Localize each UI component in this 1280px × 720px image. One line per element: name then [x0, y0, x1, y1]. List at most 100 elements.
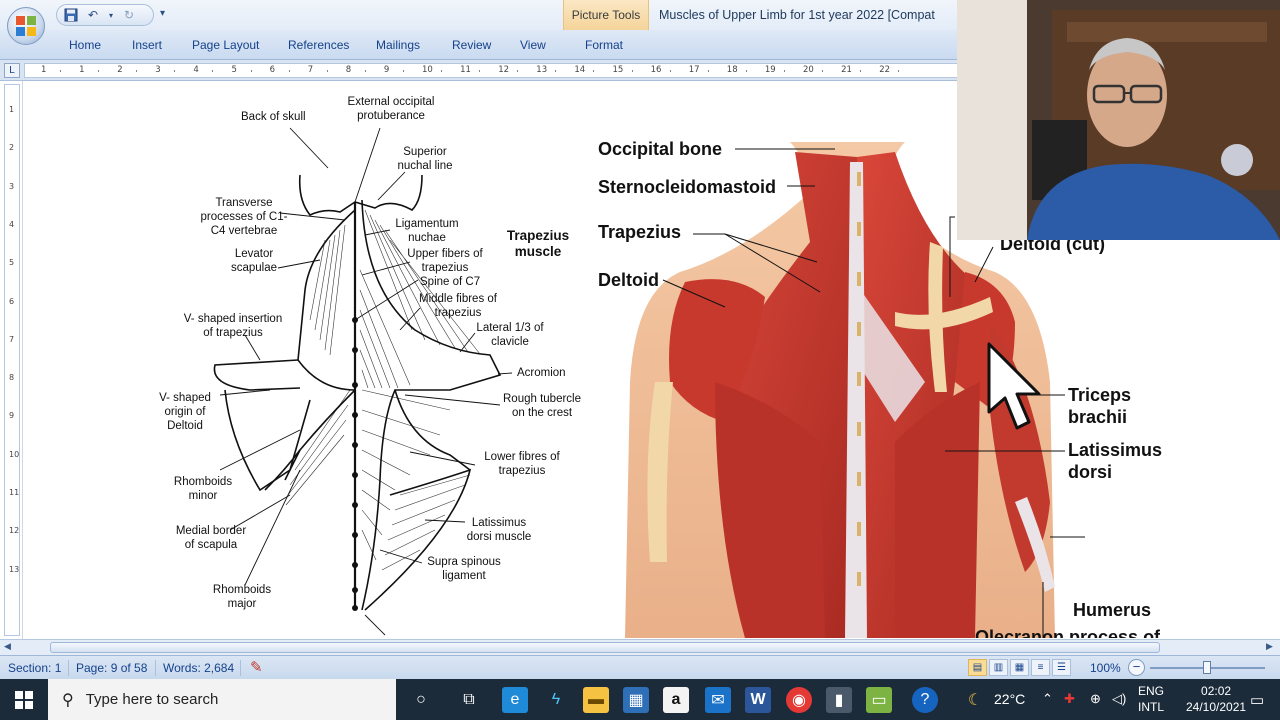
- label-transverse-processes: Transverse processes of C1- C4 vertebrae: [200, 197, 288, 237]
- label-humerus: Humerus: [1073, 600, 1152, 620]
- notes-icon[interactable]: ▭: [866, 687, 892, 713]
- label-medial-border: Medial border of scapula: [175, 525, 247, 551]
- ruler-number: 17: [688, 65, 700, 75]
- ruler-tick: [783, 70, 785, 72]
- undo-dropdown-icon[interactable]: ▾: [108, 10, 113, 20]
- ruler-tick: [555, 70, 557, 72]
- amazon-icon[interactable]: a: [663, 687, 689, 713]
- label-supra-spinous: Supra spinous ligament: [427, 556, 501, 582]
- label-lower-fibres: Lower fibres of trapezius: [484, 451, 560, 477]
- weather-temperature[interactable]: 22°C: [994, 691, 1026, 707]
- label-olecranon: Olecranon process of: [975, 627, 1161, 638]
- quick-access-toolbar: ↶ ▾ ↻: [56, 4, 154, 26]
- horizontal-scrollbar[interactable]: ◀ ▶: [0, 639, 1280, 655]
- customize-qat-icon[interactable]: ▾: [160, 8, 166, 19]
- ruler-number: 19: [764, 65, 776, 75]
- tab-view[interactable]: View: [520, 38, 546, 52]
- help-icon[interactable]: ?: [912, 687, 938, 713]
- label-sternocleidomastoid: Sternocleidomastoid: [598, 177, 777, 197]
- proofing-icon[interactable]: ✎: [250, 659, 263, 676]
- webcam-overlay: [957, 0, 1280, 240]
- save-icon[interactable]: [63, 7, 79, 23]
- status-page[interactable]: Page: 9 of 58: [76, 661, 148, 675]
- volume-icon[interactable]: ◁): [1112, 691, 1127, 706]
- scroll-left-icon[interactable]: ◀: [4, 641, 11, 651]
- ruler-number: 1: [41, 65, 47, 75]
- web-layout-icon[interactable]: ▦: [1010, 659, 1029, 676]
- task-view-icon[interactable]: ⧉: [463, 691, 475, 708]
- vertical-ruler-number: 4: [9, 219, 15, 229]
- full-screen-reading-icon[interactable]: ▥: [989, 659, 1008, 676]
- tab-review[interactable]: Review: [452, 38, 492, 52]
- label-triceps-brachii: Triceps brachii: [1068, 385, 1132, 427]
- weather-icon[interactable]: ☾: [967, 692, 983, 709]
- zoom-level[interactable]: 100%: [1090, 661, 1121, 675]
- notifications-icon[interactable]: ▭: [1250, 692, 1265, 709]
- ruler-number: 10: [422, 65, 433, 75]
- tab-mailings[interactable]: Mailings: [376, 38, 421, 52]
- print-layout-icon[interactable]: ▤: [968, 659, 987, 676]
- lightning-app-icon[interactable]: ϟ: [551, 691, 561, 708]
- mail-icon[interactable]: ✉: [705, 687, 731, 713]
- tab-insert[interactable]: Insert: [132, 38, 163, 52]
- ruler-number: 15: [612, 65, 624, 75]
- store-icon[interactable]: ▦: [623, 687, 649, 713]
- zoom-out-button[interactable]: −: [1128, 659, 1145, 676]
- undo-icon[interactable]: ↶: [87, 8, 99, 22]
- ruler-tick: [136, 70, 138, 72]
- page-margin-line: [22, 81, 23, 639]
- draft-icon[interactable]: ☰: [1052, 659, 1071, 676]
- windows-taskbar: ⚲ Type here to search ○ ⧉ e ϟ ▬ ▦ a ✉ W …: [0, 679, 1280, 720]
- ruler-number: 3: [155, 65, 161, 75]
- ruler-tick: [593, 70, 595, 72]
- word-icon[interactable]: W: [745, 687, 771, 713]
- label-middle-fibres: Middle fibres of trapezius: [419, 293, 497, 319]
- language-layout: INTL: [1138, 700, 1165, 714]
- label-superior-nuchal-line: Superior nuchal line: [397, 146, 453, 172]
- ruler-number: 12: [498, 65, 510, 75]
- outline-icon[interactable]: ≡: [1031, 659, 1050, 676]
- zoom-slider-thumb[interactable]: [1203, 661, 1211, 674]
- edge-icon[interactable]: e: [502, 687, 528, 713]
- office-button[interactable]: [7, 7, 45, 45]
- ruler-number: 14: [574, 65, 586, 75]
- taskbar-search-box[interactable]: ⚲ Type here to search: [48, 679, 396, 720]
- redo-icon[interactable]: ↻: [123, 8, 135, 22]
- status-section[interactable]: Section: 1: [8, 661, 62, 675]
- scrollbar-thumb[interactable]: [50, 642, 1160, 653]
- tab-selector-button[interactable]: L: [4, 63, 20, 78]
- language-indicator[interactable]: ENG INTL: [1138, 683, 1164, 715]
- ruler-tick: [898, 70, 900, 72]
- tray-app-icon[interactable]: ✚: [1064, 691, 1075, 706]
- scroll-right-icon[interactable]: ▶: [1266, 641, 1273, 651]
- system-clock[interactable]: 02:02 24/10/2021: [1186, 683, 1246, 715]
- label-occipital-bone: Occipital bone: [598, 139, 723, 159]
- label-lateral-clavicle: Lateral 1/3 of clavicle: [476, 322, 544, 348]
- ruler-tick: [326, 70, 328, 72]
- network-icon[interactable]: ⊕: [1090, 691, 1101, 706]
- chrome-icon[interactable]: ◉: [786, 687, 812, 713]
- vertical-ruler-number: 9: [9, 411, 15, 421]
- tab-format[interactable]: Format: [585, 38, 624, 52]
- file-explorer-icon[interactable]: ▬: [583, 687, 609, 713]
- vertical-ruler-number: 3: [9, 181, 15, 191]
- cortana-icon[interactable]: ○: [416, 691, 426, 708]
- status-words[interactable]: Words: 2,684: [163, 661, 235, 675]
- tray-chevron-icon[interactable]: ⌃: [1042, 691, 1053, 706]
- label-rough-tubercle: Rough tubercle on the crest: [503, 393, 581, 419]
- ruler-tick: [669, 70, 671, 72]
- ruler-tick: [822, 70, 823, 72]
- tab-home[interactable]: Home: [69, 38, 102, 52]
- label-acromion: Acromion: [517, 367, 566, 379]
- ruler-tick: [250, 70, 252, 72]
- tab-page-layout[interactable]: Page Layout: [192, 38, 260, 52]
- tab-references[interactable]: References: [288, 38, 350, 52]
- windows-logo-icon: [15, 690, 33, 709]
- start-button[interactable]: [0, 679, 48, 720]
- vertical-ruler-number: 1: [9, 105, 15, 114]
- ruler-tick: [479, 70, 481, 72]
- recorder-icon[interactable]: ▮: [826, 687, 852, 713]
- label-spine-c7: Spine of C7: [420, 276, 481, 288]
